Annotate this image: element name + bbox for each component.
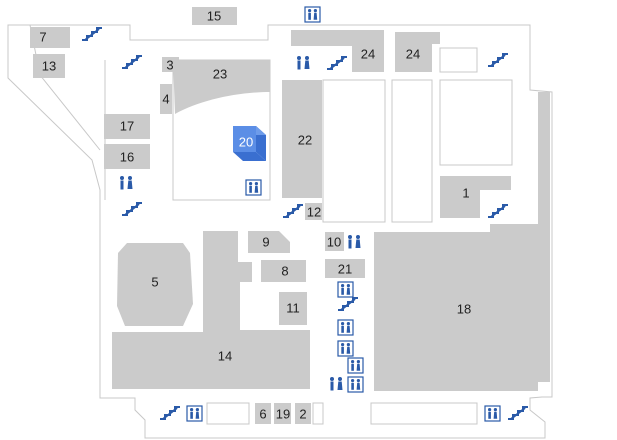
stairs-icon[interactable] [337,297,359,311]
restroom-people-icon[interactable] [348,235,361,249]
unit-21[interactable]: 21 [325,259,365,278]
unit-13[interactable]: 13 [33,54,65,78]
unit-5[interactable]: 5 [117,243,193,326]
unit-label-20: 20 [239,135,253,150]
unit-2[interactable]: 2 [295,403,311,424]
unit-label-2: 2 [299,407,306,422]
units-layer: 7 13 15 3 4 23 20 [30,7,550,424]
unit-label-24a: 24 [361,47,375,62]
restroom-sign-icon[interactable] [186,405,203,422]
unit-7[interactable]: 7 [30,27,70,48]
unit-9[interactable]: 9 [248,231,290,253]
unit-24-left[interactable]: 24 [352,30,384,72]
stairs-icon[interactable] [121,202,143,216]
restroom-people-icon[interactable] [297,56,310,70]
unit-10[interactable]: 10 [325,232,344,251]
unit-15[interactable]: 15 [192,7,237,25]
unit-label-6: 6 [259,407,266,422]
unit-label-24b: 24 [406,47,420,62]
restroom-sign-icon[interactable] [337,281,354,298]
restroom-people-icon[interactable] [120,176,133,190]
restroom-sign-icon[interactable] [484,405,501,422]
unit-12[interactable]: 12 [305,203,322,220]
unit-18[interactable]: 18 [374,92,550,391]
unit-label-15: 15 [207,9,221,24]
unit-23[interactable]: 23 [173,60,270,114]
unit-label-12: 12 [307,205,321,220]
unit-16[interactable]: 16 [104,144,150,169]
unit-label-7: 7 [39,30,46,45]
restroom-sign-icon[interactable] [245,179,262,196]
restroom-sign-icon[interactable] [337,340,354,357]
stairs-icon[interactable] [487,53,509,67]
unit-label-21: 21 [338,262,352,277]
unit-label-23: 23 [213,67,227,82]
unit-label-16: 16 [120,150,134,165]
unit-19[interactable]: 19 [274,403,291,424]
unit-4[interactable]: 4 [160,84,172,114]
unit-17[interactable]: 17 [104,114,150,139]
unit-label-1: 1 [462,186,469,201]
stairs-icon[interactable] [81,27,103,41]
unit-label-19: 19 [276,407,290,422]
unit-label-10: 10 [327,235,341,250]
unit-1[interactable]: 1 [440,176,511,218]
stairs-icon[interactable] [121,55,143,69]
restroom-sign-icon[interactable] [347,357,364,374]
restroom-people-icon[interactable] [330,377,343,391]
unit-20-highlighted[interactable]: 20 [233,126,266,161]
unit-label-11: 11 [286,301,300,316]
restroom-sign-icon[interactable] [337,319,354,336]
unit-label-5: 5 [151,275,158,290]
unit-label-17: 17 [120,119,134,134]
unit-label-13: 13 [42,59,56,74]
unit-label-4: 4 [162,92,169,107]
stairs-icon[interactable] [487,204,509,218]
unit-24-right[interactable]: 24 [395,32,440,72]
unit-label-22: 22 [298,133,312,148]
stairs-icon[interactable] [282,204,304,218]
unit-label-8: 8 [281,264,288,279]
stairs-icon[interactable] [159,406,181,420]
stairs-icon[interactable] [326,56,348,70]
unit-label-18: 18 [457,302,471,317]
restroom-sign-icon[interactable] [347,376,364,393]
unit-11[interactable]: 11 [279,292,307,325]
unit-label-14: 14 [218,349,232,364]
unit-6[interactable]: 6 [255,403,271,424]
unit-22[interactable]: 22 [282,80,322,198]
unit-label-3: 3 [166,58,173,73]
unit-8[interactable]: 8 [261,260,306,282]
restroom-sign-icon[interactable] [304,6,321,23]
unit-14[interactable]: 14 [112,231,310,389]
stairs-icon[interactable] [507,406,529,420]
unit-label-9: 9 [262,235,269,250]
